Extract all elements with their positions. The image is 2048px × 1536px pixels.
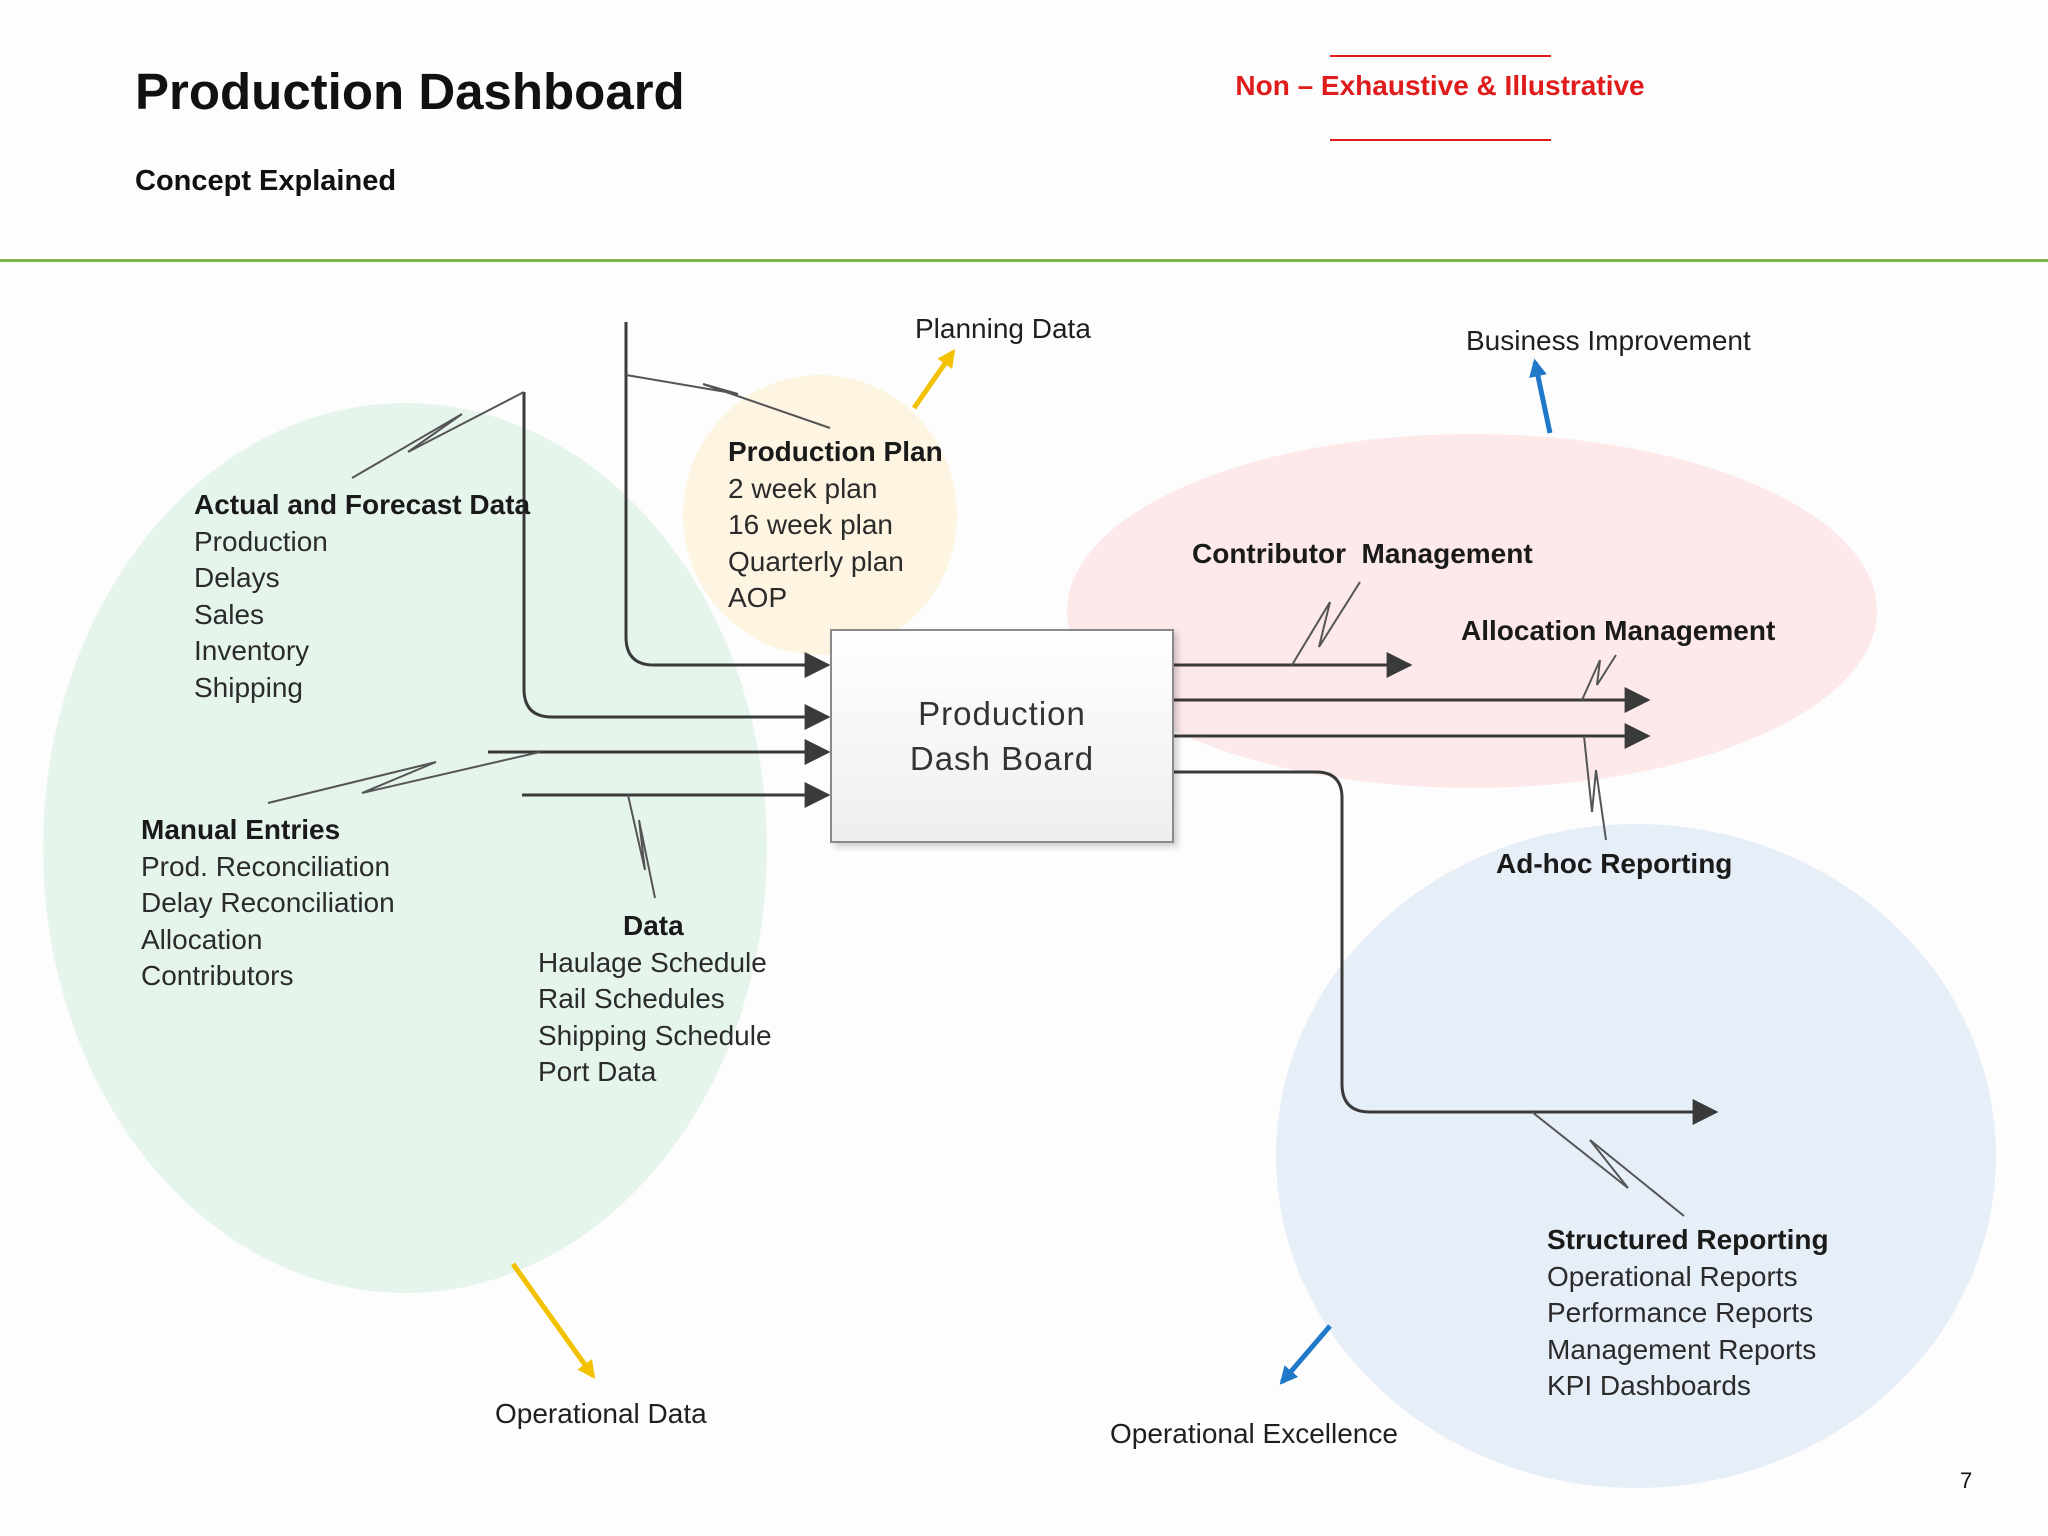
planning-data-arrow: [911, 349, 956, 410]
production-plan-block: Production Plan 2 week plan 16 week plan…: [728, 434, 943, 617]
production-plan-heading: Production Plan: [728, 436, 943, 467]
contributor-management-label: Contributor Management: [1192, 538, 1533, 569]
center-box-line-1: Production: [918, 695, 1086, 732]
production-plan-item: AOP: [728, 582, 788, 613]
operational-excellence-arrow: [1279, 1324, 1332, 1385]
data-item: Port Data: [538, 1056, 657, 1087]
disclaimer-bottom-rule: [1330, 139, 1551, 141]
operational-data-arrow: [510, 1262, 596, 1379]
operational-data-label: Operational Data: [495, 1398, 707, 1429]
disclaimer-top-rule: [1330, 55, 1551, 57]
production-plan-item: 2 week plan: [728, 472, 878, 504]
adhoc-reporting-label: Ad-hoc Reporting: [1496, 848, 1733, 879]
data-block: Data Haulage Schedule Rail Schedules Shi…: [538, 908, 772, 1091]
manual-entries-block: Manual Entries Prod. Reconciliation Dela…: [141, 812, 395, 995]
header-divider: [0, 259, 2048, 262]
data-item: Shipping Schedule: [538, 1019, 772, 1051]
planning-data-label: Planning Data: [915, 313, 1091, 344]
structured-reporting-item: KPI Dashboards: [1547, 1370, 1751, 1401]
actual-forecast-item: Sales: [194, 598, 265, 630]
actual-forecast-item: Inventory: [194, 635, 310, 666]
manual-entries-item: Prod. Reconciliation: [141, 850, 391, 882]
structured-reporting-item: Management Reports: [1547, 1333, 1817, 1365]
actual-forecast-connector: [522, 392, 831, 730]
manual-entries-item: Delay Reconciliation: [141, 887, 395, 918]
manual-entries-leader: [267, 751, 541, 804]
data-leader: [627, 794, 656, 899]
structured-reporting-connector: [1173, 770, 1719, 1125]
data-item: Haulage Schedule: [538, 946, 767, 978]
actual-forecast-leader: [351, 391, 525, 479]
allocation-management-label: Allocation Management: [1461, 615, 1776, 646]
structured-reporting-heading: Structured Reporting: [1547, 1224, 1829, 1255]
manual-entries-heading: Manual Entries: [141, 814, 341, 845]
data-heading: Data: [623, 910, 684, 941]
structured-reporting-block: Structured Reporting Operational Reports…: [1547, 1222, 1829, 1405]
manual-entries-item: Contributors: [141, 960, 294, 991]
planning-zone: [683, 375, 957, 655]
production-plan-item: 16 week plan: [728, 509, 894, 540]
center-box-line-2: Dash Board: [909, 740, 1095, 777]
operational-excellence-label: Operational Excellence: [1110, 1418, 1398, 1449]
structured-reporting-leader: [1531, 1111, 1685, 1217]
structured-reporting-item: Operational Reports: [1547, 1260, 1798, 1292]
actual-forecast-heading: Actual and Forecast Data: [194, 489, 531, 520]
data-item: Rail Schedules: [538, 983, 725, 1014]
actual-forecast-block: Actual and Forecast Data Production Dela…: [194, 487, 530, 706]
page-subtitle: Concept Explained: [135, 165, 397, 197]
actual-forecast-item: Shipping: [194, 671, 303, 703]
page-number: 7: [1960, 1468, 1973, 1493]
operational-data-zone: [43, 403, 767, 1293]
operational-excellence-zone: [1276, 824, 1996, 1488]
contributor-management-leader: [1291, 581, 1361, 666]
structured-reporting-item: Performance Reports: [1547, 1297, 1814, 1328]
production-plan-item: Quarterly plan: [728, 545, 904, 577]
page-title: Production Dashboard: [135, 63, 685, 120]
allocation-management-leader: [1581, 654, 1617, 701]
production-dashboard-box: Production Dash Board: [830, 629, 1174, 843]
disclaimer-label: Non – Exhaustive & Illustrative: [1235, 70, 1645, 101]
actual-forecast-item: Production: [194, 525, 328, 557]
manual-entries-item: Allocation: [141, 923, 263, 955]
production-plan-connector: [624, 322, 831, 678]
adhoc-reporting-leader: [1583, 735, 1607, 841]
business-improvement-arrow: [1529, 358, 1553, 434]
production-plan-leader: [625, 374, 831, 429]
actual-forecast-item: Delays: [194, 562, 280, 593]
business-improvement-label: Business Improvement: [1466, 325, 1751, 356]
